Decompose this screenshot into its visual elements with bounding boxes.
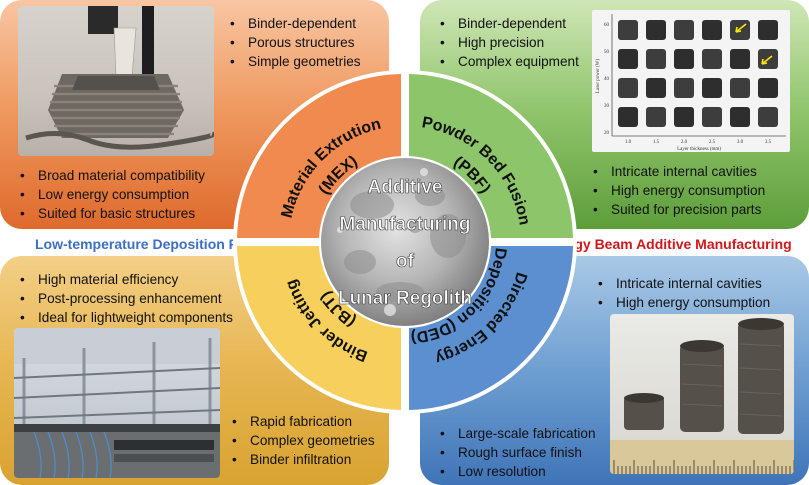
pbf-y-tick: 40 <box>604 77 610 82</box>
ded-ring-sector <box>409 246 573 410</box>
mex-feature-item: Simple geometries <box>228 52 361 71</box>
center-title-line: of <box>396 251 415 272</box>
mex-print-photo <box>18 6 214 156</box>
mex-feature-item: Binder-dependent <box>228 14 361 33</box>
low-temperature-label: Low-temperature Deposition Forming <box>35 236 285 252</box>
pbf-sample <box>674 49 694 69</box>
bjt-advantages-list: Rapid fabrication Complex geometries Bin… <box>230 412 375 469</box>
pbf-x-tick: 3.0 <box>737 140 744 145</box>
bjt-features-list: High material efficiency Post-processing… <box>18 270 233 327</box>
bjt-advantage-item: Rapid fabrication <box>230 412 375 431</box>
pbf-feature-item: High precision <box>438 33 579 52</box>
mex-advantage-item: Low energy consumption <box>18 185 205 204</box>
ded-advantages-list: Large-scale fabrication Rough surface fi… <box>438 424 596 481</box>
pbf-y-tick: 50 <box>604 50 610 55</box>
pbf-advantage-item: Suited for precision parts <box>591 200 765 219</box>
pbf-sample <box>730 49 750 69</box>
bjt-feature-item: High material efficiency <box>18 270 233 289</box>
ded-advantage-item: Large-scale fabrication <box>438 424 596 443</box>
pbf-sample <box>674 20 694 40</box>
moon-craters <box>344 186 466 302</box>
pbf-sample <box>702 78 722 98</box>
pbf-x-tick: 3.5 <box>765 140 772 145</box>
pbf-x-tick: 2.0 <box>681 140 688 145</box>
bjt-ring-sector <box>237 246 401 410</box>
pbf-sample <box>702 20 722 40</box>
pbf-advantage-item: Intricate internal cavities <box>591 162 765 181</box>
bjt-feature-item: Post-processing enhancement <box>18 289 233 308</box>
bjt-feature-item: Ideal for lightweight components <box>18 308 233 327</box>
pbf-y-axis-label: Laser power (W) <box>596 59 601 93</box>
mex-advantage-item: Suited for basic structures <box>18 204 205 223</box>
mex-ring-sector <box>237 74 401 238</box>
pbf-sample <box>618 107 638 127</box>
pbf-feature-item: Binder-dependent <box>438 14 579 33</box>
pbf-feature-item: Complex equipment <box>438 52 579 71</box>
ded-advantage-item: Rough surface finish <box>438 443 596 462</box>
high-energy-label: High-energy Beam Additive Manufacturing <box>509 236 792 252</box>
pbf-x-tick: 2.5 <box>709 140 716 145</box>
pbf-advantages-list: Intricate internal cavities High energy … <box>591 162 765 219</box>
pbf-advantage-item: High energy consumption <box>591 181 765 200</box>
center-title-line: Additive <box>368 177 443 198</box>
ded-feature-item: Intricate internal cavities <box>596 274 770 293</box>
pbf-sample-grid: Laser power (W) Layer thickness (mm) 1.0… <box>596 14 786 152</box>
pbf-arrow-icon <box>735 23 747 33</box>
bjt-printer-photo <box>14 328 220 478</box>
center-title-line: Manufacturing <box>340 214 471 235</box>
pbf-x-tick: 1.5 <box>653 140 660 145</box>
pbf-sample <box>646 20 666 40</box>
pbf-sample <box>758 107 778 127</box>
pbf-sample <box>646 49 666 69</box>
mex-advantages-list: Broad material compatibility Low energy … <box>18 166 205 223</box>
pbf-sample <box>618 20 638 40</box>
pbf-sample <box>618 78 638 98</box>
binder-jetting-machine-illustration <box>14 328 220 478</box>
mex-advantage-item: Broad material compatibility <box>18 166 205 185</box>
pbf-sample <box>618 49 638 69</box>
ded-tubes-photo <box>610 314 794 474</box>
pbf-sample <box>702 49 722 69</box>
mex-features-list: Binder-dependent Porous structures Simpl… <box>228 14 361 71</box>
pbf-sample <box>702 107 722 127</box>
center-title: Additive Manufacturing of Lunar Regolith <box>338 177 473 310</box>
ded-feature-item: High energy consumption <box>596 293 770 312</box>
pbf-y-tick: 30 <box>604 104 610 109</box>
mex-feature-item: Porous structures <box>228 33 361 52</box>
ded-printed-tubes-illustration <box>610 318 794 474</box>
bjt-advantage-item: Binder infiltration <box>230 450 375 469</box>
ded-advantage-item: Low resolution <box>438 462 596 481</box>
pbf-sample-grid-photo: Laser power (W) Layer thickness (mm) 1.0… <box>592 10 790 152</box>
pbf-sample <box>674 107 694 127</box>
center-title-line: Lunar Regolith <box>338 288 472 309</box>
pbf-sample <box>758 20 778 40</box>
pbf-features-list: Binder-dependent High precision Complex … <box>438 14 579 71</box>
pbf-sample <box>730 107 750 127</box>
pbf-y-tick: 60 <box>604 23 610 28</box>
pbf-sample <box>758 78 778 98</box>
pbf-sample <box>674 78 694 98</box>
pbf-sample <box>730 78 750 98</box>
pbf-sample <box>646 78 666 98</box>
extrusion-print-illustration <box>25 6 214 150</box>
bjt-advantage-item: Complex geometries <box>230 431 375 450</box>
pbf-x-axis-label: Layer thickness (mm) <box>677 147 721 152</box>
ded-features-list: Intricate internal cavities High energy … <box>596 274 770 312</box>
pbf-sample <box>646 107 666 127</box>
pbf-arrow-icon <box>761 55 773 65</box>
pbf-x-tick: 1.0 <box>625 140 632 145</box>
pbf-y-tick: 20 <box>604 131 610 136</box>
pbf-ring-sector <box>409 74 573 238</box>
